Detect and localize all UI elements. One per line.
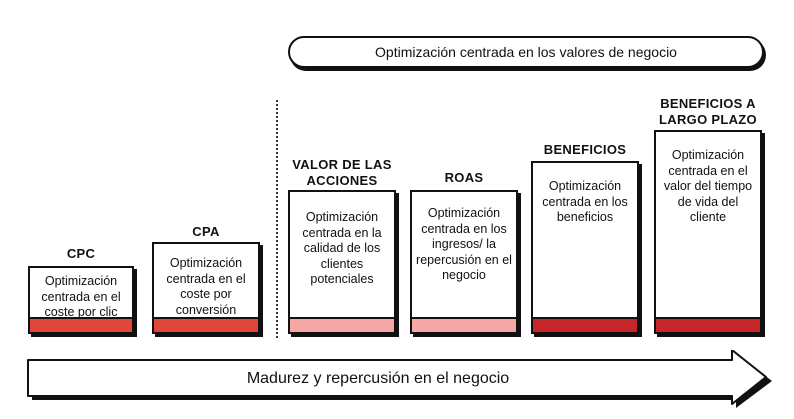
card-description: Optimización centrada en la calidad de l… (302, 210, 382, 286)
column-title-valor-acciones: VALOR DE LAS ACCIONES (292, 157, 392, 188)
card-description: Optimización centrada en los ingresos/ l… (416, 206, 512, 282)
card-description: Optimización centrada en los beneficios (542, 179, 628, 224)
column-title-roas: ROAS (444, 170, 484, 185)
column-title-cpa: CPA (192, 224, 220, 239)
section-divider (276, 100, 278, 338)
card-roas: Optimización centrada en los ingresos/ l… (410, 190, 518, 334)
level-bar (290, 317, 394, 332)
column-title-beneficios-largo-plazo: BENEFICIOS A LARGO PLAZO (659, 96, 757, 127)
arrow-label: Madurez y repercusión en el negocio (246, 370, 510, 387)
card-description: Optimización centrada en el coste por cl… (41, 274, 121, 319)
level-bar (30, 317, 132, 332)
level-bar (533, 317, 637, 332)
card-cpa: Optimización centrada en el coste por co… (152, 242, 260, 334)
level-bar (656, 317, 760, 332)
level-bar (412, 317, 516, 332)
card-description: Optimización centrada en el valor del ti… (663, 148, 753, 224)
card-beneficios: Optimización centrada en los beneficios (531, 161, 639, 334)
banner-label: Optimización centrada en los valores de … (375, 44, 677, 60)
column-title-beneficios: BENEFICIOS (543, 142, 627, 157)
card-cpc: Optimización centrada en el coste por cl… (28, 266, 134, 334)
level-bar (154, 317, 258, 332)
column-title-cpc: CPC (66, 246, 96, 261)
card-description: Optimización centrada en el coste por co… (166, 256, 246, 317)
card-valor-acciones: Optimización centrada en la calidad de l… (288, 190, 396, 334)
card-beneficios-largo-plazo: Optimización centrada en el valor del ti… (654, 130, 762, 334)
business-value-banner: Optimización centrada en los valores de … (288, 36, 764, 68)
maturity-arrow (27, 350, 772, 408)
